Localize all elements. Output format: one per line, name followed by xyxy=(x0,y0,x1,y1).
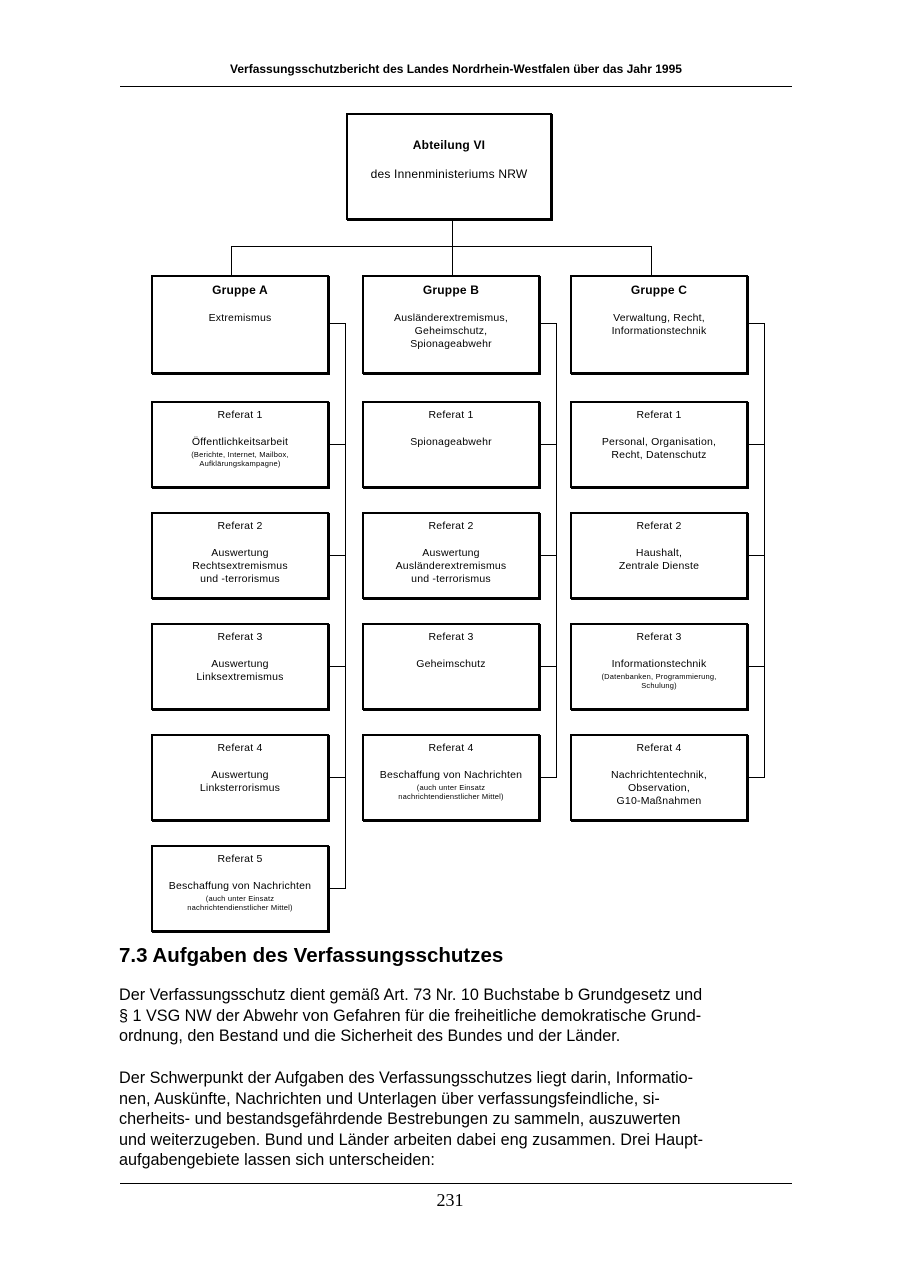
box-title: Referat 4 xyxy=(636,742,682,754)
paragraph-line: und weiterzugeben. Bund und Länder arbei… xyxy=(119,1130,704,1149)
connector-line xyxy=(746,323,764,324)
connector-line xyxy=(746,666,764,667)
connector-line xyxy=(452,219,453,246)
running-header: Verfassungsschutzbericht des Landes Nord… xyxy=(230,62,682,76)
connector-line xyxy=(746,777,764,778)
box-description: Haushalt,Zentrale Dienste xyxy=(618,547,700,572)
box-title: Gruppe B xyxy=(422,283,480,297)
connector-line xyxy=(327,888,345,889)
box-description: Öffentlichkeitsarbeit xyxy=(191,436,289,448)
connector-line xyxy=(327,777,345,778)
connector-line xyxy=(327,444,345,445)
referat-box: Referat 1 Öffentlichkeitsarbeit (Berichte,… xyxy=(151,401,329,488)
section-heading: 7.3 Aufgaben des Verfassungsschutzes xyxy=(119,944,504,967)
group-box-a: Gruppe A Extremismus xyxy=(151,275,329,374)
group-box-c: Gruppe C Verwaltung, Recht,Informationste… xyxy=(570,275,748,374)
box-title: Referat 3 xyxy=(636,631,682,643)
org-root-box: Abteilung VI des Innenministeriums NRW xyxy=(346,113,552,220)
box-title: Referat 2 xyxy=(217,520,263,532)
paragraph-line: ordnung, den Bestand und die Sicherheit … xyxy=(119,1027,621,1045)
paragraph-line: § 1 VSG NW der Abwehr von Gefahren für d… xyxy=(119,1006,702,1025)
connector-line xyxy=(764,323,765,778)
box-title: Referat 1 xyxy=(636,409,682,421)
box-title: Abteilung VI xyxy=(412,138,486,152)
connector-line xyxy=(538,777,556,778)
referat-box: Referat 5 Beschaffung von Nachrichten (auc… xyxy=(151,845,329,932)
box-title: Referat 4 xyxy=(217,742,263,754)
box-title: Referat 5 xyxy=(217,853,263,865)
footer-rule xyxy=(120,1183,792,1184)
box-title: Gruppe A xyxy=(212,283,268,297)
page-number: 231 xyxy=(436,1190,464,1210)
paragraph-1: Der Verfassungsschutz dient gemäß Art. 7… xyxy=(119,985,795,1047)
referat-box: Referat 1 Personal, Organisation,Recht, D… xyxy=(570,401,748,488)
referat-box: Referat 3 Geheimschutz xyxy=(362,623,540,710)
connector-line xyxy=(327,555,345,556)
box-title: Referat 2 xyxy=(636,520,682,532)
box-title: Referat 1 xyxy=(428,409,474,421)
connector-line xyxy=(746,555,764,556)
referat-box: Referat 4 Beschaffung von Nachrichten (auc… xyxy=(362,734,540,821)
box-description: Nachrichtentechnik,Observation,G10-Maßna… xyxy=(610,769,707,807)
connector-line xyxy=(538,666,556,667)
box-description: Informationstechnik xyxy=(611,658,707,670)
box-title: Gruppe C xyxy=(630,283,688,297)
box-description: Beschaffung von Nachrichten xyxy=(379,769,523,781)
referat-box: Referat 1 Spionageabwehr xyxy=(362,401,540,488)
connector-line xyxy=(345,323,346,889)
referat-box: Referat 3 Informationstechnik (Datenbanken… xyxy=(570,623,748,710)
box-title: Referat 3 xyxy=(217,631,263,643)
box-description: Personal, Organisation,Recht, Datenschut… xyxy=(601,436,717,461)
box-title: Referat 2 xyxy=(428,520,474,532)
box-title: Referat 4 xyxy=(428,742,474,754)
referat-box: Referat 2 Haushalt,Zentrale Dienste xyxy=(570,512,748,599)
paragraph-line: nen, Auskünfte, Nachrichten und Unterlag… xyxy=(119,1089,660,1108)
connector-line xyxy=(651,246,652,275)
box-description: Beschaffung von Nachrichten xyxy=(168,880,312,892)
connector-line xyxy=(538,555,556,556)
connector-line xyxy=(327,666,345,667)
paragraph-line: Der Schwerpunkt der Aufgaben des Verfass… xyxy=(119,1069,694,1087)
referat-box: Referat 4 Nachrichtentechnik,Observation,… xyxy=(570,734,748,821)
box-description: Ausländerextremismus,Geheimschutz,Spiona… xyxy=(394,312,508,350)
connector-line xyxy=(556,323,557,778)
paragraph-line: cherheits- und bestandsgefährdende Bestr… xyxy=(119,1110,681,1128)
connector-line xyxy=(327,323,345,324)
connector-line xyxy=(231,246,652,247)
connector-line xyxy=(538,323,556,324)
paragraph-2: Der Schwerpunkt der Aufgaben des Verfass… xyxy=(119,1068,795,1171)
paragraph-line: Der Verfassungsschutz dient gemäß Art. 7… xyxy=(119,986,703,1004)
box-description: des Innenministeriums NRW xyxy=(370,167,528,181)
group-box-b: Gruppe B Ausländerextremismus,Geheimschut… xyxy=(362,275,540,374)
box-description: Spionageabwehr xyxy=(410,436,492,448)
connector-line xyxy=(746,444,764,445)
box-title: Referat 1 xyxy=(217,409,263,421)
box-title: Referat 3 xyxy=(428,631,474,643)
box-description: Geheimschutz xyxy=(416,658,486,670)
connector-line xyxy=(231,246,232,275)
header-rule xyxy=(120,86,792,87)
box-description: Verwaltung, Recht,Informationstechnik xyxy=(611,312,707,337)
box-description: Extremismus xyxy=(208,312,272,324)
connector-line xyxy=(452,246,453,275)
box-note: (Berichte, Internet, Mailbox,Aufklärungs… xyxy=(191,450,289,468)
paragraph-line: aufgabengebiete lassen sich unterscheide… xyxy=(119,1151,435,1169)
connector-line xyxy=(538,444,556,445)
box-note: (Datenbanken, Programmierung,Schulung) xyxy=(601,672,717,690)
